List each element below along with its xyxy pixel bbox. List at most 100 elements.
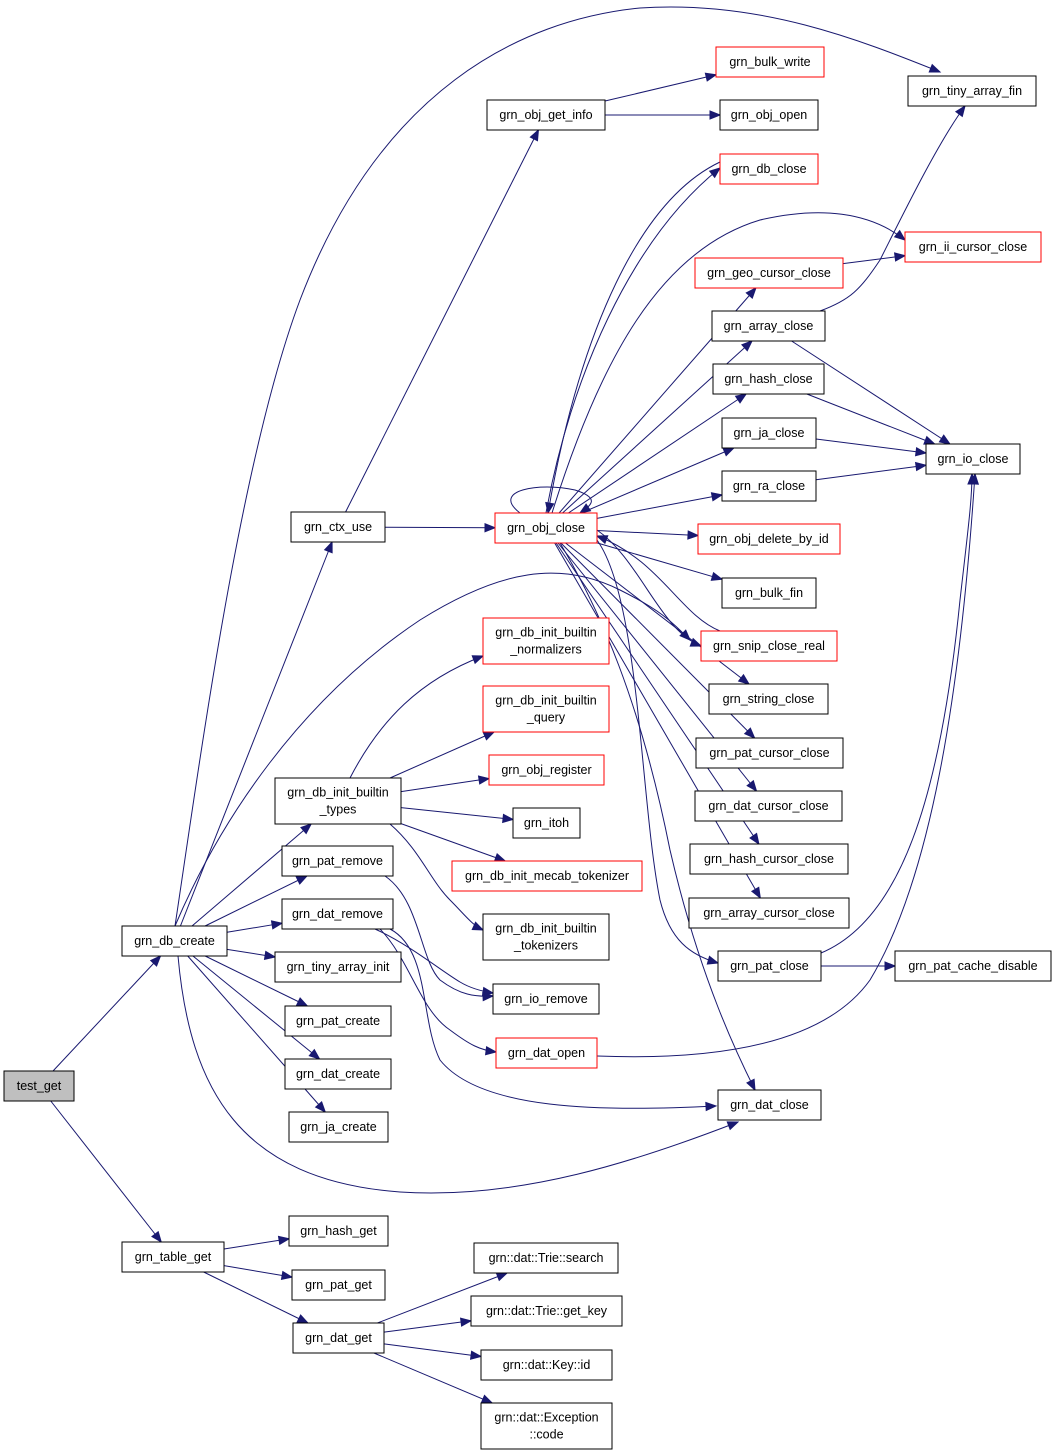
node-grn-pat-close[interactable]: grn_pat_close: [717, 950, 822, 982]
node-box: [512, 807, 581, 839]
node-grn-io-remove[interactable]: grn_io_remove: [492, 983, 600, 1015]
node-label: grn_pat_close: [730, 959, 809, 973]
node-grn-pat-remove[interactable]: grn_pat_remove: [281, 845, 394, 877]
node-grn-dat-create[interactable]: grn_dat_create: [284, 1058, 392, 1090]
node-grn-db-init-builtin-normalizers[interactable]: grn_db_init_builtin_normalizers: [482, 617, 610, 665]
node-grn-db-init-builtin-query[interactable]: grn_db_init_builtin_query: [482, 685, 610, 733]
call-edge-grn_pat_close-to-grn_pat_cache_disable: [821, 961, 897, 971]
node-grn-ctx-use[interactable]: grn_ctx_use: [290, 511, 386, 543]
call-edge-grn_db_create-to-grn_pat_create: [204, 955, 309, 1007]
node-grn-obj-delete-by-id[interactable]: grn_obj_delete_by_id: [697, 523, 841, 555]
node-grn-dat-get[interactable]: grn_dat_get: [292, 1322, 385, 1354]
node-label: grn_io_remove: [504, 992, 587, 1006]
node-grn-array-close[interactable]: grn_array_close: [711, 310, 826, 342]
call-edge-grn_ctx_use-to-grn_obj_get_info: [345, 128, 540, 513]
call-edge-grn_db_create-to-grn_tiny_array_init: [226, 948, 277, 961]
node-box: [492, 983, 600, 1015]
node-grn-db-init-builtin-types[interactable]: grn_db_init_builtin_types: [274, 777, 402, 825]
node-grn-obj-get-info[interactable]: grn_obj_get_info: [486, 99, 606, 131]
node-grn-bulk-write[interactable]: grn_bulk_write: [715, 46, 825, 78]
node-box: [121, 925, 228, 957]
node-grn-dat-trie-search[interactable]: grn::dat::Trie::search: [473, 1242, 619, 1274]
call-edge-grn_dat_get-to-grn_dat_trie_get_key: [383, 1317, 473, 1333]
call-edge-grn_db_create-to-grn_db_init_builtin_types: [191, 823, 313, 927]
node-grn-hash-cursor-close[interactable]: grn_hash_cursor_close: [689, 843, 849, 875]
node-grn-obj-register[interactable]: grn_obj_register: [488, 754, 605, 786]
node-grn-obj-open[interactable]: grn_obj_open: [719, 99, 819, 131]
node-grn-pat-cache-disable[interactable]: grn_pat_cache_disable: [894, 950, 1052, 982]
node-label: grn_geo_cursor_close: [707, 266, 831, 280]
node-grn-snip-close-real[interactable]: grn_snip_close_real: [700, 630, 838, 662]
node-box: [721, 470, 817, 502]
node-test-get[interactable]: test_get: [3, 1070, 75, 1102]
call-edge-grn_db_create-to-grn_dat_remove: [226, 920, 284, 933]
call-edge-grn_db_create-to-grn_dat_create: [192, 955, 321, 1060]
node-grn-ra-close[interactable]: grn_ra_close: [721, 470, 817, 502]
node-label: grn_array_close: [724, 319, 814, 333]
call-edge-grn_dat_remove-to-grn_dat_open: [379, 928, 498, 1056]
call-edge-test_get-to-grn_db_create: [52, 955, 162, 1072]
node-grn-pat-cursor-close[interactable]: grn_pat_cursor_close: [695, 737, 844, 769]
node-box: [274, 777, 402, 825]
node-grn-ja-create[interactable]: grn_ja_create: [288, 1111, 389, 1143]
node-grn-dat-key-id[interactable]: grn::dat::Key::id: [480, 1349, 613, 1381]
node-grn-ii-cursor-close[interactable]: grn_ii_cursor_close: [904, 231, 1042, 263]
node-grn-db-close[interactable]: grn_db_close: [719, 153, 819, 185]
node-grn-array-cursor-close[interactable]: grn_array_cursor_close: [688, 897, 850, 929]
node-grn-geo-cursor-close[interactable]: grn_geo_cursor_close: [694, 257, 844, 289]
call-edge-grn_obj_close-to-grn_hash_close: [568, 393, 748, 514]
node-box: [482, 685, 610, 733]
call-edge-grn_obj_close-to-grn_pat_close: [596, 539, 720, 965]
node-label: grn::dat::Key::id: [503, 1358, 591, 1372]
node-label: _query: [526, 711, 566, 725]
call-edge-grn_db_init_builtin_types-to-grn_itoh: [400, 807, 515, 824]
call-edge-grn_obj_close-to-grn_ii_cursor_close: [551, 212, 907, 514]
node-grn-hash-close[interactable]: grn_hash_close: [712, 363, 825, 395]
node-grn-dat-open[interactable]: grn_dat_open: [495, 1037, 598, 1069]
node-label: grn_itoh: [524, 816, 569, 830]
node-grn-dat-cursor-close[interactable]: grn_dat_cursor_close: [694, 790, 843, 822]
node-label: grn_bulk_fin: [735, 586, 803, 600]
node-grn-dat-trie-get-key[interactable]: grn::dat::Trie::get_key: [470, 1295, 623, 1327]
node-box: [719, 153, 819, 185]
node-grn-string-close[interactable]: grn_string_close: [708, 683, 829, 715]
node-grn-tiny-array-init[interactable]: grn_tiny_array_init: [274, 951, 402, 983]
call-edge-grn_obj_close-to-grn_dat_close: [559, 542, 756, 1092]
node-label: grn_array_cursor_close: [703, 906, 834, 920]
node-label: grn_obj_get_info: [499, 108, 592, 122]
node-label: grn_dat_remove: [292, 907, 383, 921]
node-grn-db-init-mecab-tokenizer[interactable]: grn_db_init_mecab_tokenizer: [451, 860, 643, 892]
call-edge-grn_ctx_use-to-grn_obj_close: [384, 522, 497, 533]
node-box: [712, 363, 825, 395]
call-edge-grn_table_get-to-grn_pat_get: [223, 1265, 294, 1281]
node-label: grn_obj_open: [731, 108, 808, 122]
node-grn-ja-close[interactable]: grn_ja_close: [721, 417, 817, 449]
call-edge-test_get-to-grn_table_get: [50, 1100, 163, 1244]
node-box: [281, 845, 394, 877]
node-grn-pat-create[interactable]: grn_pat_create: [284, 1005, 392, 1037]
node-grn-dat-close[interactable]: grn_dat_close: [717, 1089, 822, 1121]
node-grn-obj-close[interactable]: grn_obj_close: [494, 512, 598, 544]
node-grn-bulk-fin[interactable]: grn_bulk_fin: [721, 577, 817, 609]
call-edge-grn_snip_close_real-to-grn_obj_close: [595, 535, 721, 632]
node-label: grn_db_init_mecab_tokenizer: [465, 869, 629, 883]
call-edge-grn_db_init_builtin_types-to-grn_obj_register: [400, 775, 491, 793]
node-grn-itoh[interactable]: grn_itoh: [512, 807, 581, 839]
node-grn-dat-exception-code[interactable]: grn::dat::Exception::code: [480, 1402, 613, 1450]
node-grn-io-close[interactable]: grn_io_close: [925, 443, 1021, 475]
node-label: grn_ctx_use: [304, 520, 372, 534]
node-box: [715, 46, 825, 78]
call-edge-grn_dat_open-to-grn_io_close: [596, 472, 980, 1058]
node-grn-db-create[interactable]: grn_db_create: [121, 925, 228, 957]
node-box: [488, 754, 605, 786]
node-label: grn_pat_remove: [292, 854, 383, 868]
node-grn-dat-remove[interactable]: grn_dat_remove: [281, 898, 394, 930]
node-grn-pat-get[interactable]: grn_pat_get: [291, 1269, 386, 1301]
node-grn-table-get[interactable]: grn_table_get: [121, 1241, 225, 1273]
node-box: [482, 617, 610, 665]
node-grn-db-init-builtin-tokenizers[interactable]: grn_db_init_builtin_tokenizers: [482, 913, 610, 961]
node-box: [708, 683, 829, 715]
node-grn-tiny-array-fin[interactable]: grn_tiny_array_fin: [907, 75, 1037, 107]
node-grn-hash-get[interactable]: grn_hash_get: [288, 1215, 389, 1247]
node-box: [894, 950, 1052, 982]
